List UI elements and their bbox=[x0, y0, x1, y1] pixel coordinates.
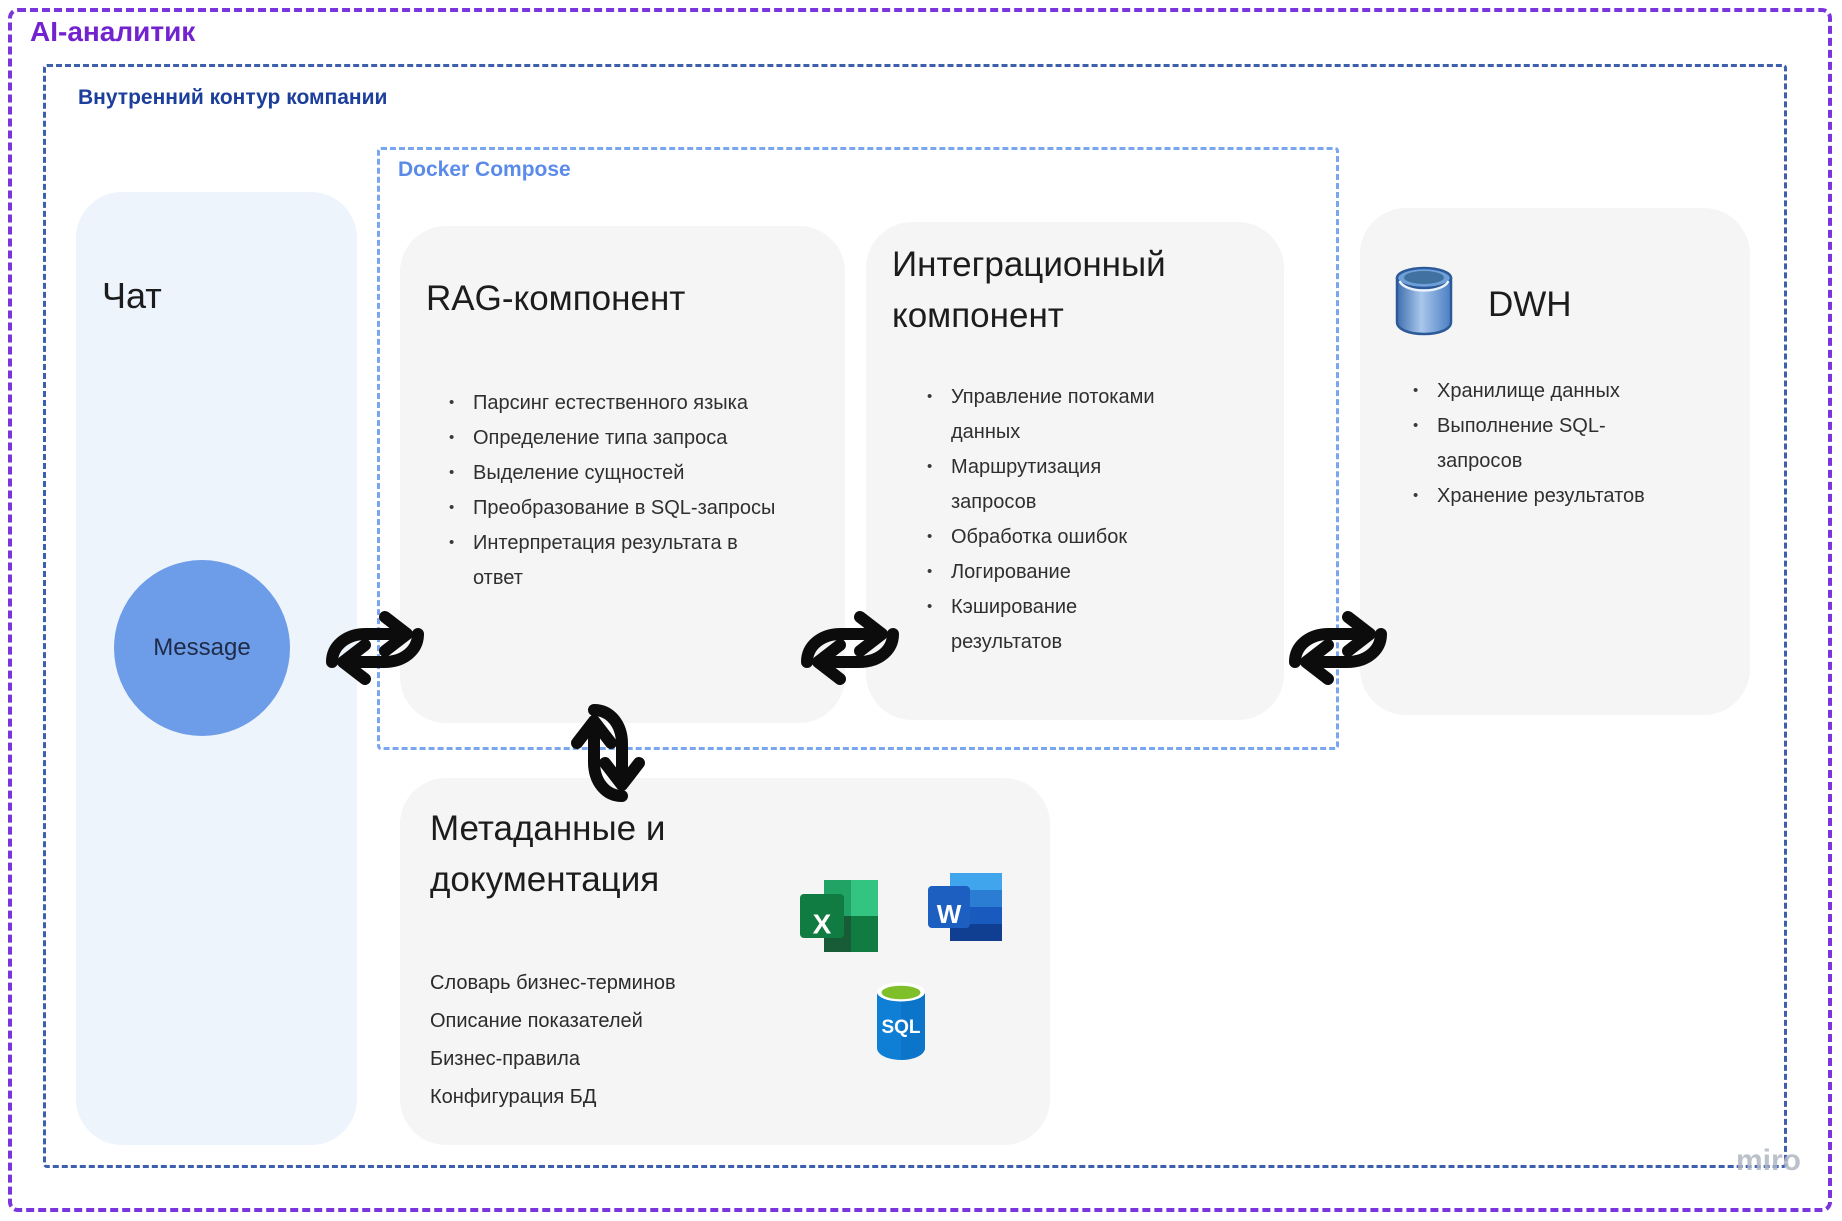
list-item: Парсинг естественного языка bbox=[446, 385, 776, 421]
list-item: Маршрутизация запросов bbox=[924, 449, 1189, 520]
list-item: Выделение сущностей bbox=[446, 455, 776, 491]
sql-database-icon[interactable]: SQL bbox=[874, 980, 928, 1060]
dwh-bullet-list: Хранилище данных Выполнение SQL-запросов… bbox=[1410, 373, 1650, 514]
integration-title: Интеграционный компонент bbox=[892, 245, 1166, 335]
list-item: Словарь бизнес-терминов bbox=[430, 972, 676, 994]
message-node-label: Message bbox=[153, 634, 251, 661]
metadata-title: Метаданные и документация bbox=[430, 809, 666, 899]
inner-frame-company-contour[interactable] bbox=[43, 64, 1787, 1168]
sync-arrow-rag-metadata-icon[interactable] bbox=[566, 697, 650, 809]
list-item: Определение типа запроса bbox=[446, 420, 776, 456]
list-item: Конфигурация БД bbox=[430, 1086, 597, 1108]
miro-watermark: miro bbox=[1736, 1144, 1802, 1177]
excel-file-icon[interactable]: X bbox=[800, 878, 880, 954]
list-item: Обработка ошибок bbox=[924, 519, 1189, 555]
chat-title: Чат bbox=[102, 275, 162, 316]
list-item: Кэширование результатов bbox=[924, 589, 1189, 660]
word-letter: W bbox=[937, 899, 962, 929]
list-item: Управление потоками данных bbox=[924, 379, 1189, 450]
sync-arrow-rag-integration-icon[interactable] bbox=[794, 606, 906, 690]
excel-letter: X bbox=[813, 908, 832, 939]
integration-component-card[interactable]: Интеграционный компонент Управление пото… bbox=[866, 222, 1284, 720]
docker-compose-frame[interactable] bbox=[377, 147, 1339, 750]
list-item: Интерпретация результата в ответ bbox=[446, 525, 776, 596]
word-file-icon[interactable]: W bbox=[928, 872, 1004, 942]
list-item: Описание показателей bbox=[430, 1010, 643, 1032]
list-item: Логирование bbox=[924, 554, 1189, 590]
outer-frame-title: AI-аналитик bbox=[30, 16, 196, 47]
list-item: Хранилище данных bbox=[1410, 373, 1650, 409]
database-icon bbox=[1395, 266, 1453, 336]
metadata-card[interactable]: Метаданные и документация Словарь бизнес… bbox=[400, 778, 1050, 1145]
list-item: Выполнение SQL-запросов bbox=[1410, 408, 1650, 479]
sql-label: SQL bbox=[881, 1017, 920, 1038]
list-item: Хранение результатов bbox=[1410, 478, 1650, 514]
sync-arrow-integration-dwh-icon[interactable] bbox=[1282, 606, 1394, 690]
list-item: Преобразование в SQL-запросы bbox=[446, 490, 776, 526]
docker-compose-title: Docker Compose bbox=[398, 158, 571, 181]
sync-arrow-chat-rag-icon[interactable] bbox=[319, 606, 431, 690]
inner-frame-title: Внутренний контур компании bbox=[78, 86, 388, 109]
rag-component-card[interactable]: RAG-компонент Парсинг естественного язык… bbox=[400, 226, 845, 723]
message-node[interactable]: Message bbox=[114, 560, 290, 736]
list-item: Бизнес-правила bbox=[430, 1048, 580, 1070]
rag-title: RAG-компонент bbox=[426, 279, 686, 318]
dwh-title: DWH bbox=[1488, 285, 1572, 324]
dwh-card[interactable]: DWH Хранилище данных Выполнение SQL-запр… bbox=[1360, 208, 1750, 715]
metadata-lines: Словарь бизнес-терминов Описание показат… bbox=[430, 964, 676, 1116]
integration-bullet-list: Управление потоками данных Маршрутизация… bbox=[924, 379, 1189, 660]
outer-frame-ai-analytic[interactable] bbox=[8, 8, 1832, 1212]
rag-bullet-list: Парсинг естественного языка Определение … bbox=[446, 385, 776, 596]
